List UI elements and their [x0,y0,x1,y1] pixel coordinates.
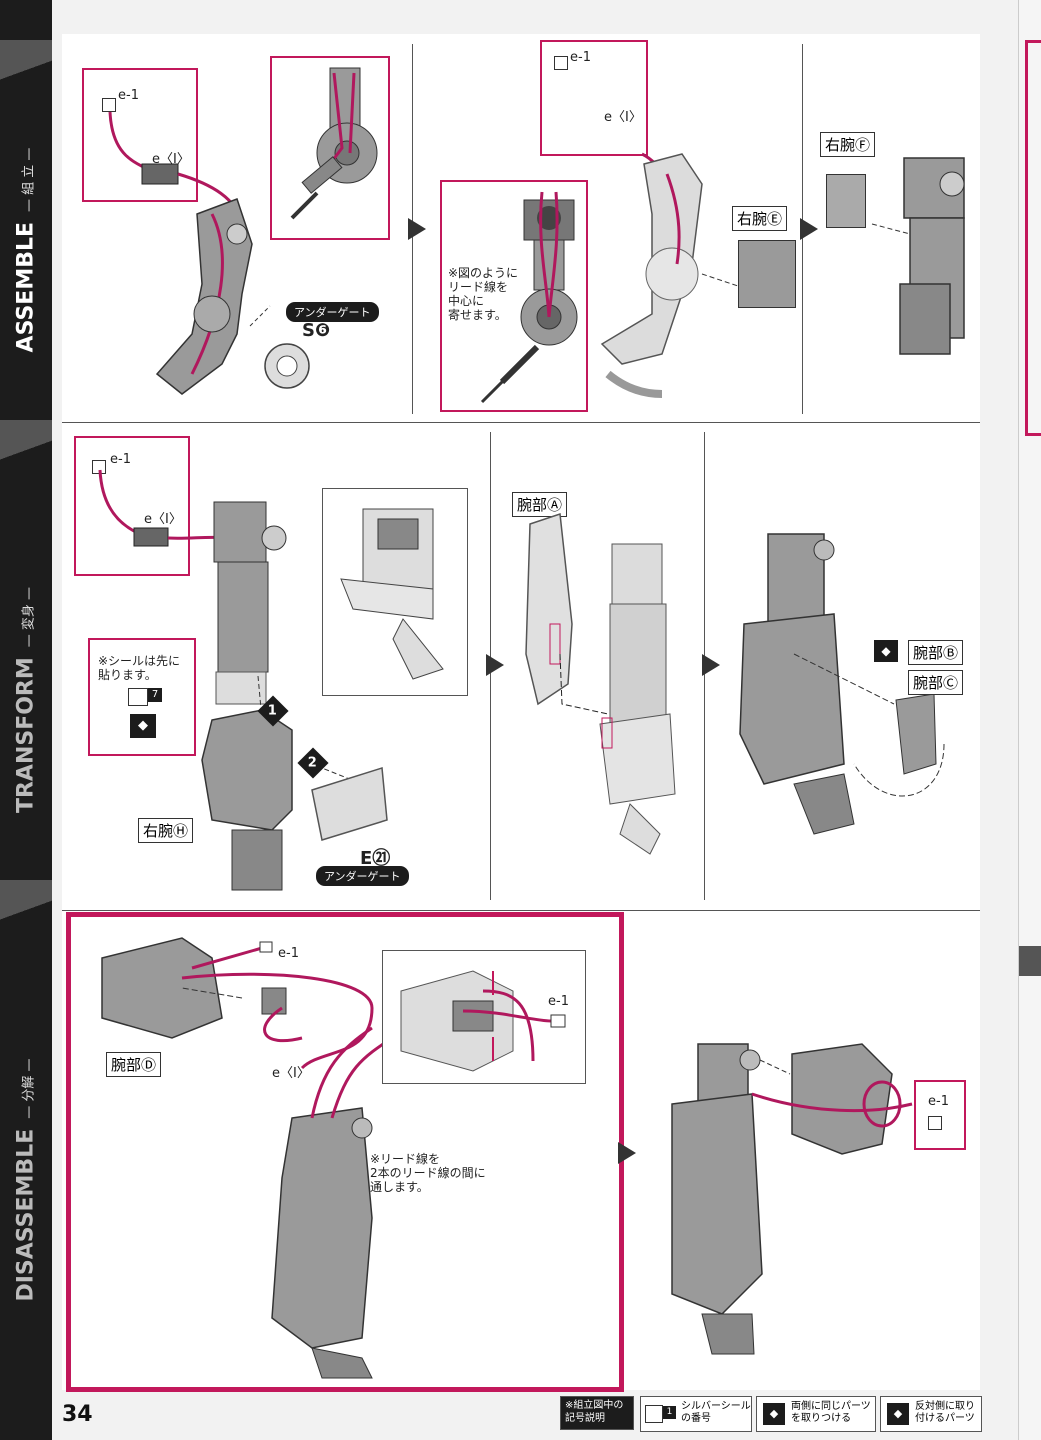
wire-label-e1: e-1 [110,452,131,467]
part-label-arm-D: 腕部Ⓓ [106,1052,162,1077]
wire-label-eI: e〈I〉 [272,1066,310,1081]
wire-pinch-detail-inset [382,950,586,1084]
connector-icon [928,1116,942,1130]
sticker-note: ※シールは先に 貼ります。 [98,654,181,682]
row-divider [62,910,980,911]
part-label-arm-A: 腕部Ⓐ [512,492,568,517]
page-number: 34 [62,1402,93,1427]
step-arrow [486,654,504,676]
step2-illustration [600,152,763,398]
under-gate-badge: アンダーゲート [316,866,409,886]
part-label-right-arm-H: 右腕Ⓗ [138,818,194,843]
step1-illustration [108,111,310,395]
part-label-arm-C: 腕部Ⓒ [908,670,964,695]
part-label-arm-B: 腕部Ⓑ [908,640,964,665]
opposite-side-icon: ◆ [887,1403,909,1425]
step6-illustration [739,533,945,835]
step-arrow [800,218,818,240]
opposite-side-icon: ◆ [874,640,898,662]
legend-text: 両側に同じパーツ を取りつける [791,1401,871,1424]
sidebar-stripe [0,880,52,960]
part-label-right-arm-F: 右腕Ⓕ [820,132,876,157]
adjacent-magenta-frame [1025,40,1041,436]
sticker-number-icon: 1 [663,1406,676,1419]
sticker-number: 7 [148,688,162,702]
adjacent-page-edge [1018,0,1041,1440]
wire-threading-note: ※リード線を 2本のリード線の間に 通します。 [370,1152,486,1194]
sidebar-stripe [0,420,52,500]
wire-label-e1: e-1 [570,50,591,65]
inset-wire-label-e1: e-1 [548,994,569,1009]
wire-label-e1: e-1 [118,88,139,103]
sidebar-assemble-label: ASSEMBLE— 組 立 — [13,147,39,353]
under-gate-badge: アンダーゲート [286,302,379,322]
step5-illustration [525,512,676,855]
wire-label-eI: e〈I〉 [604,110,642,125]
sticker-icon [128,688,148,706]
wire-label-e1: e-1 [928,1094,949,1109]
instruction-page: e-1 e〈I〉 アンダーゲート S❻ [62,34,980,1392]
wire-label-e1: e-1 [278,946,299,961]
step3-illustration [871,157,965,355]
both-sides-icon: ◆ [130,714,156,738]
joint-detail-box [270,56,390,240]
wire-label-eI: e〈I〉 [144,512,182,527]
both-sides-icon: ◆ [763,1403,785,1425]
row-divider [62,422,980,423]
step-arrow [408,218,426,240]
sidebar-stripe [0,40,52,120]
sidebar-transform-label: TRANSFORM— 変身 — [13,586,39,814]
connector-icon [554,56,568,70]
hand-detail-inset [322,488,468,696]
wire-detail-box [82,68,198,202]
sticker-icon [645,1405,663,1423]
legend-item-both-sides: ◆ 両側に同じパーツ を取りつける [756,1396,876,1432]
wire-routing-detail-box [440,180,588,412]
connector-icon [102,98,116,112]
part-label-S6: S❻ [302,320,331,341]
hand-detail-illustration [340,508,444,680]
sidebar-disassemble-label: DISASSEMBLE— 分解 — [13,1058,39,1302]
wire-end-detail-box [914,1080,966,1150]
wire-label-eI: e〈I〉 [152,152,190,167]
wire-detail-box [74,436,190,576]
legend-text: シルバーシール の番号 [681,1401,751,1424]
routing-note: ※図のように リード線を 中心に 寄せます。 [448,266,519,322]
adjacent-header-block [1019,946,1041,976]
legend-item-opposite-side: ◆ 反対側に取り 付けるパーツ [880,1396,982,1432]
legend-text: 反対側に取り 付けるパーツ [915,1401,975,1424]
step-arrow [618,1142,636,1164]
wire-routing-illustration [480,191,578,404]
part-right-arm-E [738,240,796,308]
legend-title: ※組立図中の 記号説明 [560,1396,634,1430]
legend-item-sticker: 1 シルバーシール の番号 [640,1396,752,1432]
step8-illustration [671,1043,913,1355]
part-label-right-arm-E: 右腕Ⓔ [732,206,788,231]
step4-illustration [98,469,388,891]
part-label-E21: E㉑ [360,848,391,869]
part-right-arm-F [826,174,866,228]
section-sidebar: ASSEMBLE— 組 立 — TRANSFORM— 変身 — DISASSEM… [0,0,52,1440]
joint-detail-illustration [290,67,378,220]
wire-pinch-illustration [400,970,566,1072]
step-arrow [702,654,720,676]
step7-illustration [101,937,393,1379]
